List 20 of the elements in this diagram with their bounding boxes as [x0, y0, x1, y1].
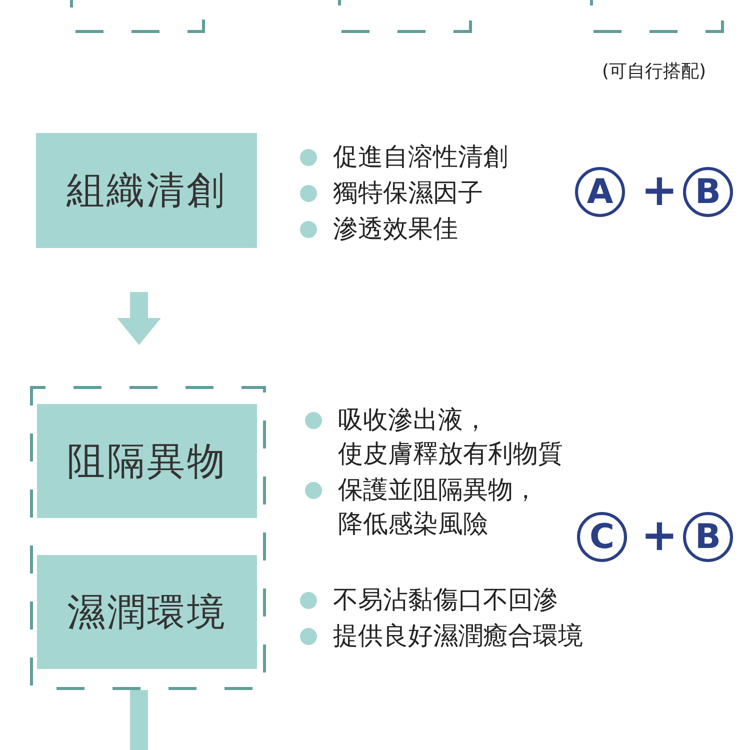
circled-letter: B: [683, 512, 733, 562]
plus-sign: +: [641, 514, 678, 558]
bullet-text: 滲透效果佳: [333, 213, 458, 245]
bullet-text: 獨特保濕因子: [333, 177, 483, 209]
circled-letter: B: [683, 167, 733, 217]
circled-letter: C: [577, 512, 627, 562]
bullet-text: 保護並阻隔異物，降低感染風險: [338, 474, 538, 540]
process-box: 組織清創: [36, 133, 257, 248]
bullet-text: 提供良好濕潤癒合環境: [333, 620, 583, 652]
note-text: (可自行搭配): [602, 60, 706, 84]
connector-stub: [130, 690, 148, 750]
process-box: 阻隔異物: [37, 404, 257, 518]
circled-letter: A: [575, 167, 625, 217]
plus-sign: +: [641, 169, 678, 213]
bullet-text: 不易沾黏傷口不回滲: [333, 584, 558, 616]
bullet-text: 促進自溶性清創: [333, 141, 508, 173]
block-arrow: [117, 292, 161, 345]
process-box: 濕潤環境: [37, 555, 257, 669]
bullet-text: 吸收滲出液，使皮膚釋放有利物質: [338, 404, 563, 470]
dashed-group-frame: [30, 386, 266, 690]
